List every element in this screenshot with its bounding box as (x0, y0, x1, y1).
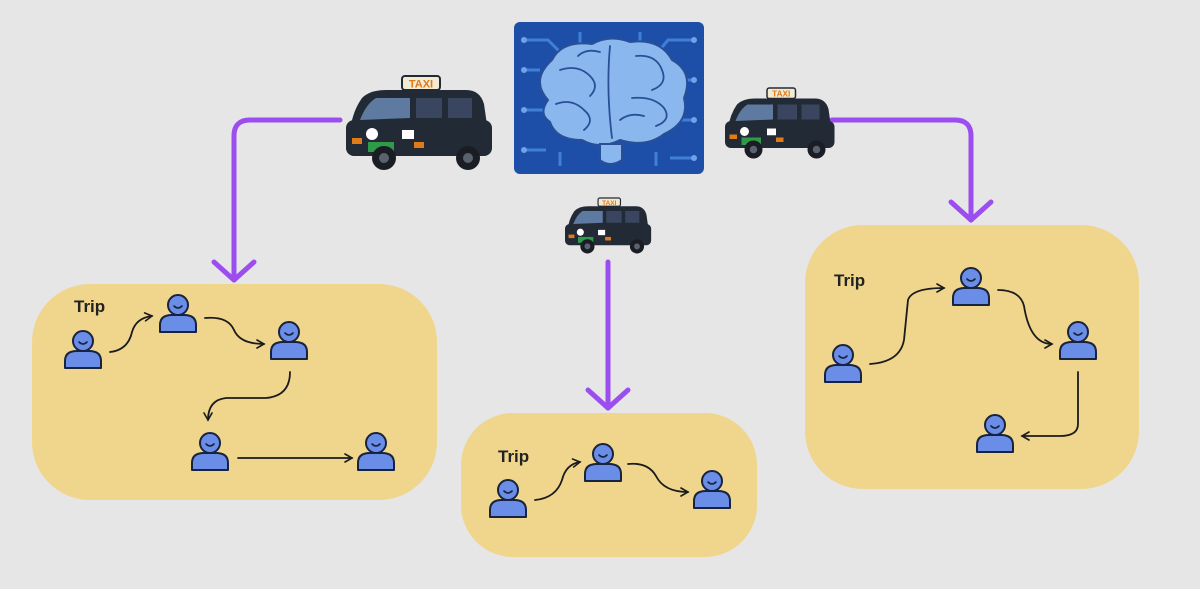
trip-box-right (805, 225, 1139, 489)
route-arrow-right (829, 117, 994, 223)
taxi-left: TAXI (345, 75, 493, 171)
taxi-middle: TAXI (564, 197, 652, 255)
trip-box-left (32, 284, 437, 500)
taxi-sign-middle: TAXI (602, 200, 616, 207)
brain-chip-icon (514, 22, 704, 174)
trip-path-middle (534, 458, 690, 501)
trip-label-right: Trip (834, 271, 866, 290)
trip-box-middle (461, 413, 757, 557)
taxi-sign-left: TAXI (409, 79, 433, 91)
trip-path-right (869, 283, 1079, 441)
trip-path-left (109, 312, 354, 463)
taxi-right: TAXI (724, 87, 836, 160)
route-arrow-left (211, 117, 343, 283)
taxi-sign-right: TAXI (772, 90, 790, 99)
trip-label-left: Trip (74, 297, 106, 316)
route-arrow-middle (585, 259, 631, 411)
trip-label-middle: Trip (498, 447, 530, 466)
